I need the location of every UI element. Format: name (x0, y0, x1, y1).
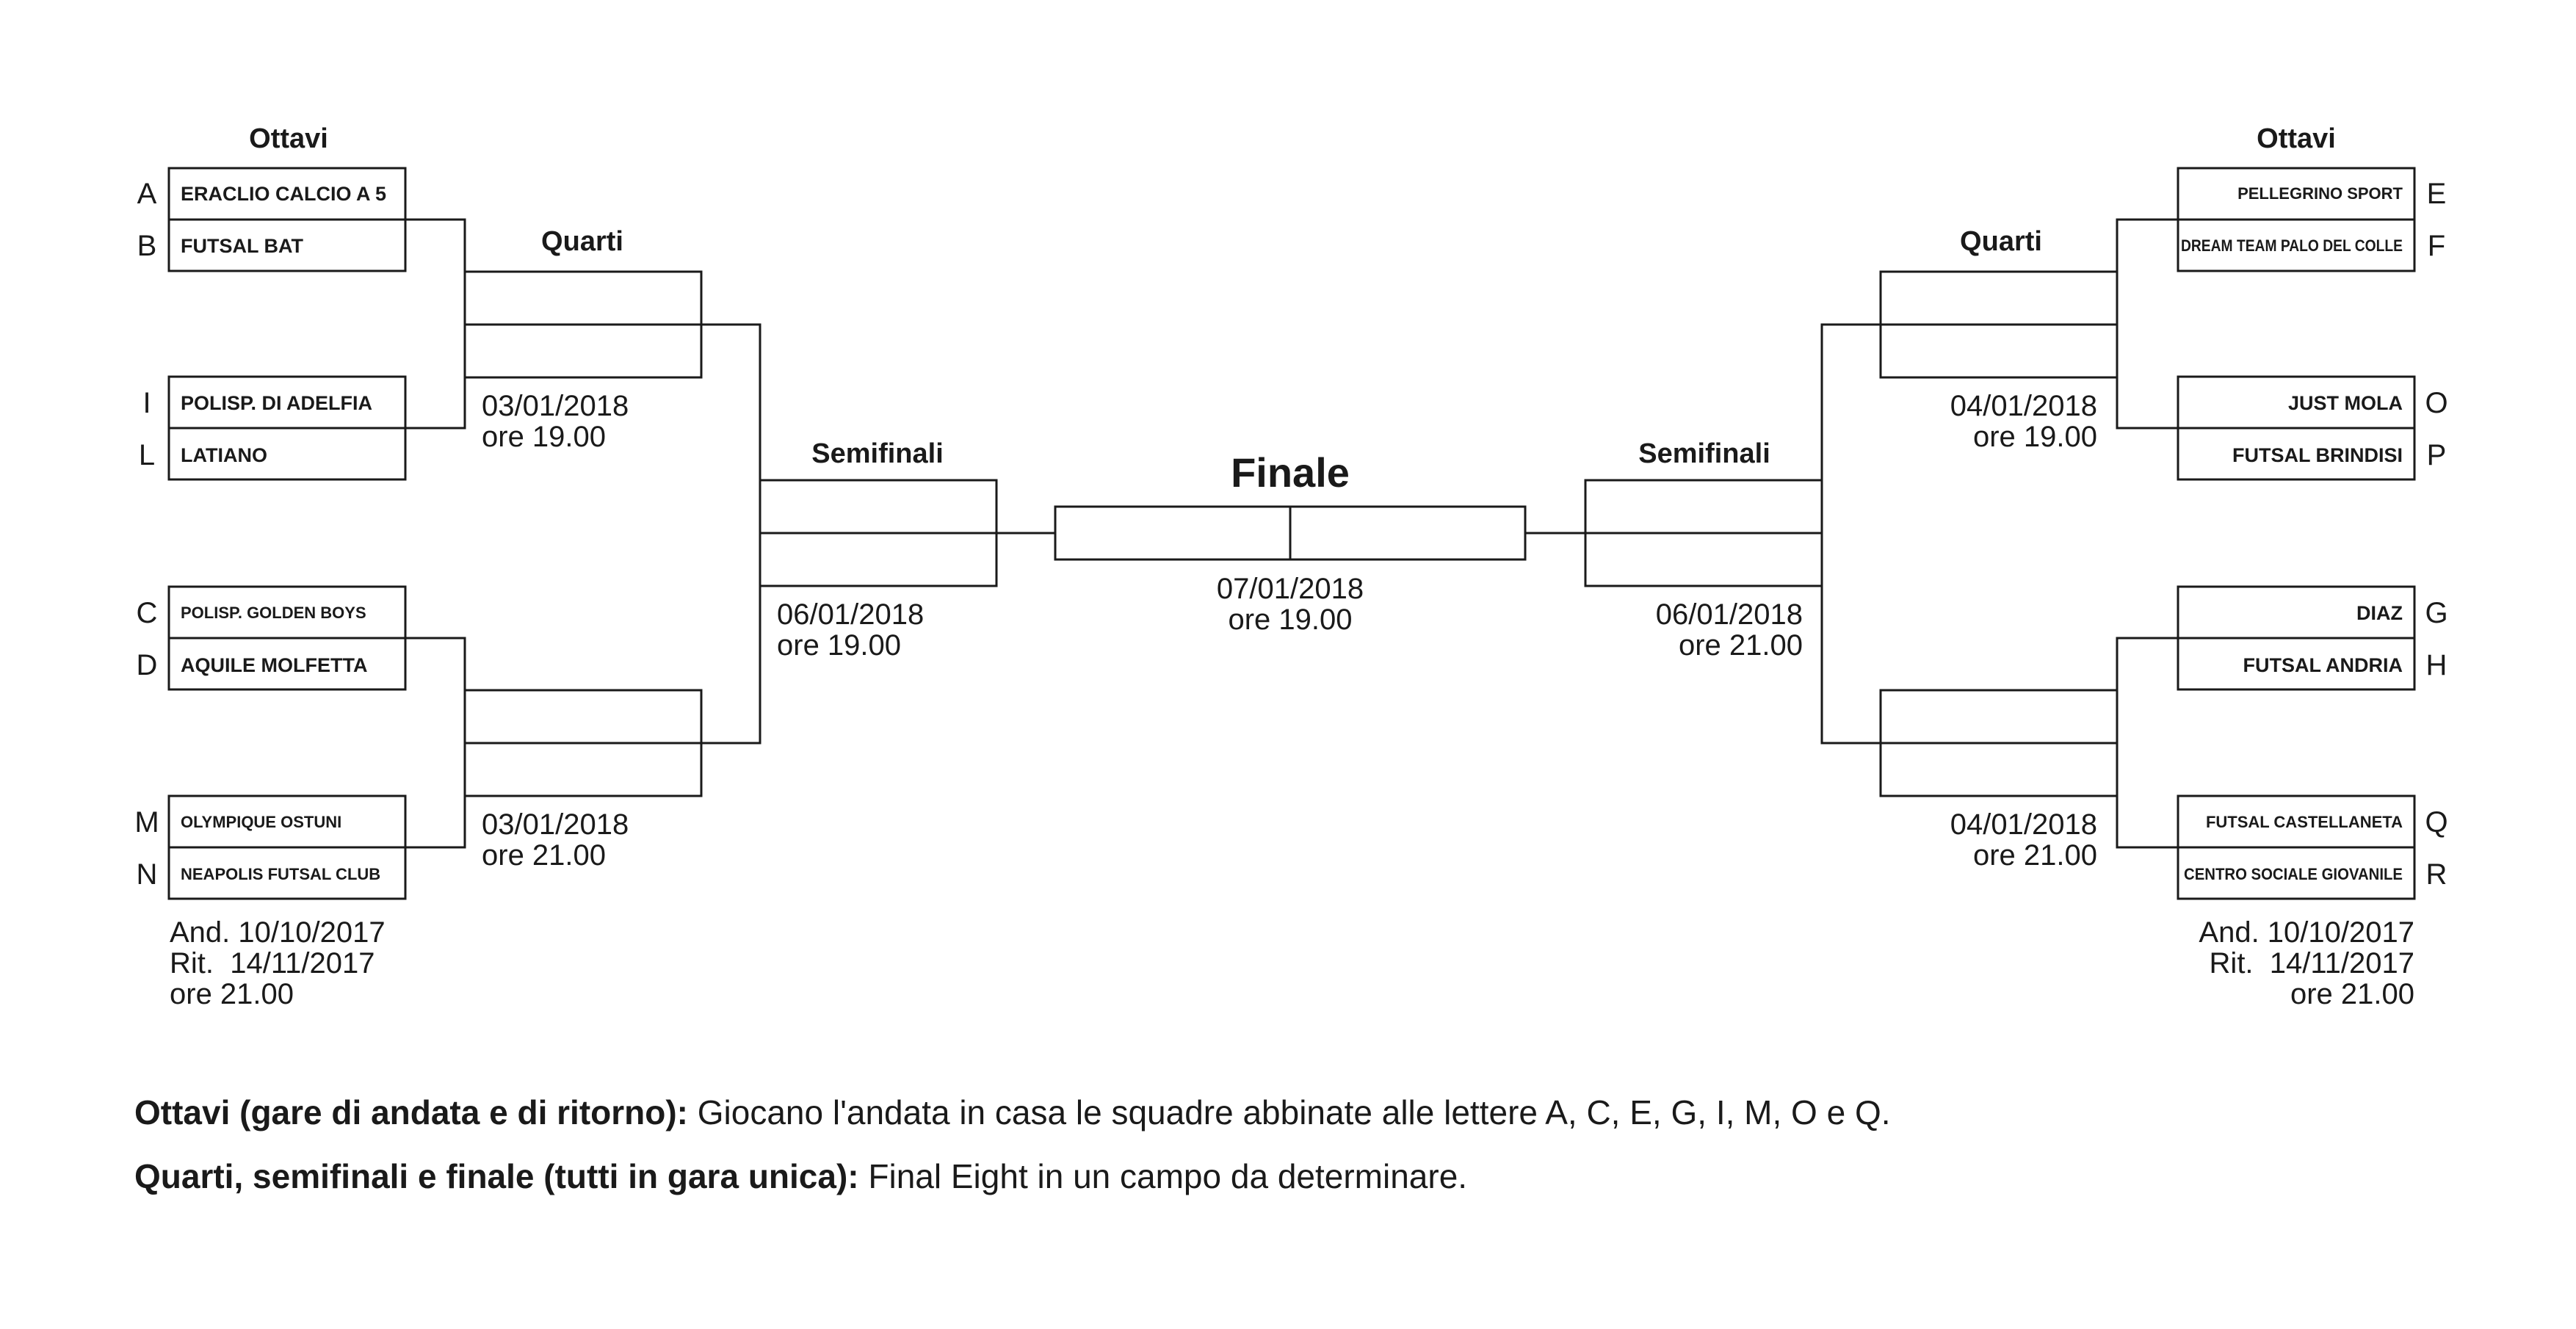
date-line: 04/01/2018 (1950, 808, 2097, 841)
right-letter-p: P (2427, 439, 2447, 471)
header-ottavi-left: Ottavi (249, 123, 328, 154)
date-line: ore 21.00 (482, 839, 606, 872)
left-team-c: POLISP. GOLDEN BOYS (181, 604, 366, 622)
left-team-l: LATIANO (181, 444, 267, 466)
left-letter-i: I (142, 387, 151, 419)
left-team-b: FUTSAL BAT (181, 235, 303, 257)
date-ottavi-left: And. 10/10/2017 Rit. 14/11/2017 ore 21.0… (170, 916, 386, 1010)
right-connector-quarti (1820, 323, 1881, 745)
right-team-g: DIAZ (2356, 602, 2403, 624)
right-letter-r: R (2426, 858, 2447, 891)
right-letter-g: G (2425, 597, 2447, 629)
date-ottavi-right: And. 10/10/2017 Rit. 14/11/2017 ore 21.0… (2199, 916, 2414, 1010)
date-quarti-right-top: 04/01/2018 ore 19.00 (1950, 390, 2097, 453)
date-line: ore 21.00 (1679, 629, 1803, 662)
right-team-h: FUTSAL ANDRIA (2243, 654, 2403, 676)
header-quarti-right: Quarti (1960, 226, 2042, 257)
left-letter-d: D (137, 649, 158, 681)
date-line: 04/01/2018 (1950, 390, 2097, 422)
header-semifinali-right: Semifinali (1638, 438, 1770, 469)
note-final-eight: Quarti, semifinali e finale (tutti in ga… (134, 1156, 1467, 1196)
left-team-a: ERACLIO CALCIO A 5 (181, 183, 386, 205)
date-line: 06/01/2018 (1656, 598, 1803, 631)
note-ottavi: Ottavi (gare di andata e di ritorno): Gi… (134, 1093, 1891, 1132)
right-team-o: JUST MOLA (2288, 392, 2403, 414)
left-quarti-boxes (463, 270, 703, 797)
date-line: Rit. 14/11/2017 (2210, 947, 2414, 979)
date-quarti-left-top: 03/01/2018 ore 19.00 (482, 390, 629, 453)
right-ottavi-boxes (2177, 167, 2416, 900)
date-finale: 07/01/2018 ore 19.00 (1217, 573, 1364, 636)
header-quarti-left: Quarti (541, 226, 623, 257)
header-semifinali-left: Semifinali (811, 438, 944, 469)
right-team-r: CENTRO SOCIALE GIOVANILE (2184, 865, 2403, 883)
left-team-n: NEAPOLIS FUTSAL CLUB (181, 865, 380, 883)
left-letter-l: L (139, 439, 155, 471)
note-ottavi-text: Giocano l'andata in casa le squadre abbi… (687, 1093, 1891, 1131)
final-box (1054, 505, 1527, 561)
left-ottavi-boxes (167, 167, 407, 900)
left-team-i: POLISP. DI ADELFIA (181, 392, 372, 414)
date-line: 06/01/2018 (777, 598, 924, 631)
date-semi-left: 06/01/2018 ore 19.00 (777, 598, 924, 662)
left-team-m: OLYMPIQUE OSTUNI (181, 813, 341, 831)
date-line: ore 21.00 (170, 978, 294, 1010)
date-line: ore 19.00 (777, 629, 901, 662)
date-line: ore 21.00 (2290, 978, 2414, 1010)
right-team-p: FUTSAL BRINDISI (2232, 444, 2403, 466)
date-line: 03/01/2018 (482, 390, 629, 422)
right-team-q: FUTSAL CASTELLANETA (2206, 813, 2403, 831)
right-letter-o: O (2425, 387, 2447, 419)
left-semifinale-box (759, 479, 998, 587)
date-line: 03/01/2018 (482, 808, 629, 841)
date-line: ore 19.00 (1973, 421, 2097, 453)
left-letter-b: B (137, 230, 157, 262)
left-team-d: AQUILE MOLFETTA (181, 654, 367, 676)
date-quarti-left-bottom: 03/01/2018 ore 21.00 (482, 808, 629, 872)
right-team-e: PELLEGRINO SPORT (2237, 184, 2403, 203)
date-line: 07/01/2018 (1217, 573, 1364, 605)
right-semifinale-box (1584, 479, 1823, 587)
date-line: Rit. 14/11/2017 (170, 947, 375, 979)
left-letter-c: C (137, 597, 158, 629)
date-line: ore 19.00 (482, 421, 606, 453)
date-line: And. 10/10/2017 (170, 916, 386, 949)
date-line: ore 21.00 (1973, 839, 2097, 872)
note-ottavi-bold: Ottavi (gare di andata e di ritorno): (134, 1093, 688, 1131)
header-ottavi-right: Ottavi (2257, 123, 2336, 154)
left-connectors-ottavi (405, 218, 466, 849)
date-line: ore 19.00 (1228, 604, 1352, 636)
date-semi-right: 06/01/2018 ore 21.00 (1656, 598, 1803, 662)
date-line: And. 10/10/2017 (2199, 916, 2414, 949)
header-finale: Finale (1231, 449, 1350, 496)
right-team-f: DREAM TEAM PALO DEL COLLE (2181, 236, 2403, 255)
note-final-eight-bold: Quarti, semifinali e finale (tutti in ga… (134, 1157, 859, 1195)
left-connector-quarti (701, 323, 761, 745)
right-connectors-ottavi (2116, 218, 2178, 849)
right-quarti-boxes (1879, 270, 2119, 797)
left-letter-a: A (137, 178, 157, 210)
right-letter-f: F (2428, 230, 2445, 262)
right-letter-h: H (2426, 649, 2447, 681)
right-letter-e: E (2427, 178, 2447, 210)
date-quarti-right-bottom: 04/01/2018 ore 21.00 (1950, 808, 2097, 872)
left-letter-n: N (137, 858, 158, 891)
right-letter-q: Q (2425, 806, 2447, 839)
note-final-eight-text: Final Eight in un campo da determinare. (858, 1157, 1468, 1195)
left-letter-m: M (134, 806, 159, 839)
